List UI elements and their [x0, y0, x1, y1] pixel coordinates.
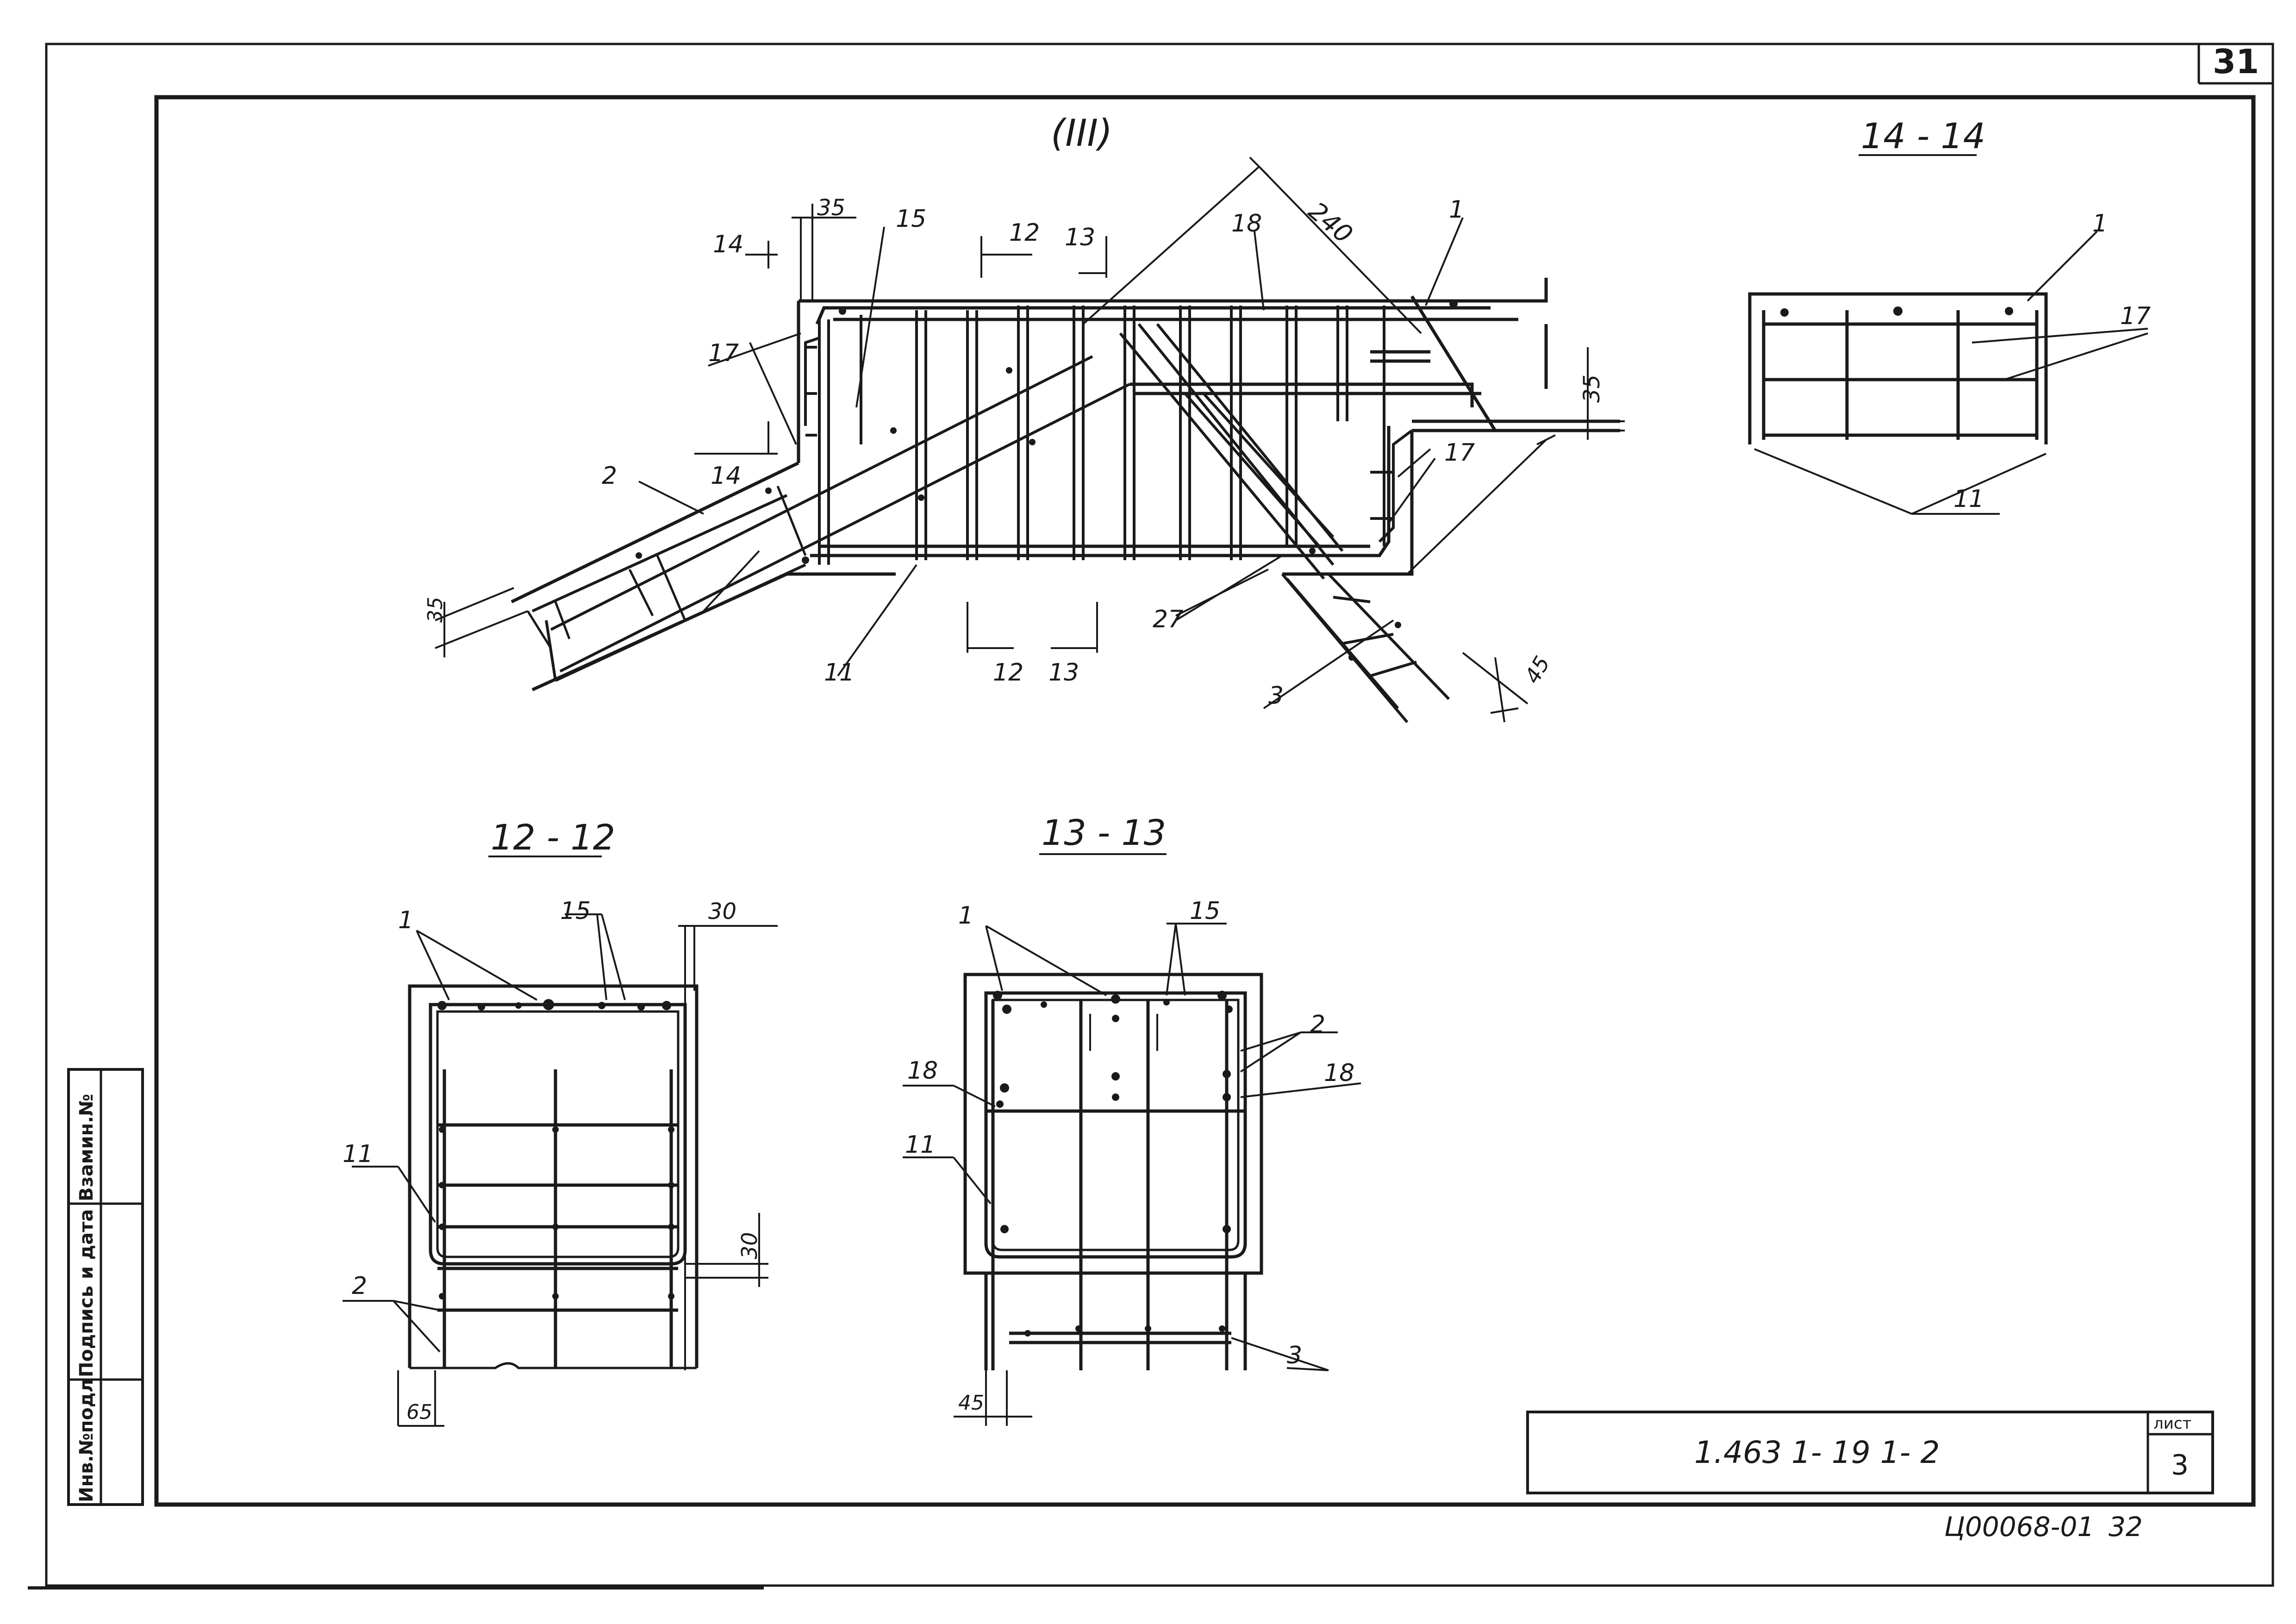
section-13-13: 13 - 13 [903, 812, 1361, 1426]
label-17-right: 17 [1444, 439, 1475, 467]
title-block [1526, 1411, 2214, 1494]
bottom-code: Ц00068-01 [1944, 1511, 2094, 1543]
section-12-label-1: 1 [398, 906, 413, 934]
section-13-label-18-left: 18 [907, 1057, 938, 1085]
section-12-label-11: 11 [343, 1140, 373, 1168]
sheet-number: 3 [2171, 1449, 2189, 1481]
section-14-label-1: 1 [2092, 210, 2108, 237]
stamp-vzam-inv: Взамин.№ [76, 1094, 97, 1201]
section-13-title: 13 - 13 [1042, 812, 1166, 853]
section-13-label-3: 3 [1287, 1342, 1302, 1369]
label-35-top: 35 [817, 195, 845, 221]
drawing-designation: 1.463 1- 19 1- 2 [1694, 1435, 1940, 1470]
section-13-label-2: 2 [1310, 1011, 1325, 1038]
section-14-label-17: 17 [2120, 302, 2151, 330]
label-3: 3 [1268, 682, 1284, 710]
node-title: (III) [1051, 112, 1112, 155]
label-15: 15 [896, 205, 926, 233]
left-stamp: Инв.№подл Подпись и дата Взамин.№ [67, 1068, 144, 1506]
section-12-dim-30-top: 30 [708, 899, 736, 924]
corner-page-number: 31 [2213, 42, 2259, 81]
label-2: 2 [602, 462, 617, 490]
label-13-bottom: 13 [1048, 659, 1079, 687]
label-35-left: 35 [424, 597, 447, 623]
label-1: 1 [1449, 196, 1464, 224]
section-12-dim-65: 65 [406, 1400, 432, 1424]
section-12-title: 12 - 12 [491, 817, 615, 858]
label-35-right: 35 [1579, 375, 1605, 403]
section-13-label-1: 1 [958, 902, 973, 930]
section-14-label-11: 11 [1953, 485, 1984, 513]
stamp-inv-no: Инв.№подл [76, 1379, 97, 1502]
section-12-label-2: 2 [352, 1272, 367, 1300]
section-13-label-15: 15 [1190, 897, 1220, 925]
label-17-left: 17 [708, 339, 739, 367]
label-12-top: 12 [1009, 219, 1040, 247]
label-11: 11 [824, 659, 855, 687]
label-27: 27 [1153, 606, 1183, 633]
section-12-label-15: 15 [560, 897, 591, 925]
sheet-frame [28, 43, 2274, 1590]
label-13-top: 13 [1065, 224, 1095, 251]
section-13-label-11: 11 [905, 1131, 936, 1159]
label-45: 45 [1520, 652, 1555, 688]
label-angle-240: 240 [1303, 196, 1358, 250]
label-14-bottom: 14 [711, 462, 741, 490]
section-12-12: 12 - 12 [343, 817, 778, 1427]
stamp-sign-date: Подпись и дата [76, 1209, 97, 1377]
label-14-top: 14 [713, 231, 743, 258]
sheet-label: лист [2153, 1414, 2191, 1433]
label-12-bottom: 12 [993, 659, 1023, 687]
section-14-title: 14 - 14 [1861, 115, 1985, 156]
label-18: 18 [1231, 210, 1262, 237]
node-iii-drawing: (III) [424, 112, 1625, 723]
section-12-dim-30-side: 30 [737, 1232, 762, 1259]
section-14-14: 14 - 14 1 17 11 [1748, 115, 2151, 515]
section-13-label-18-right: 18 [1324, 1059, 1354, 1087]
bottom-page-number: 32 [2109, 1511, 2143, 1543]
section-13-dim-45: 45 [958, 1391, 984, 1415]
